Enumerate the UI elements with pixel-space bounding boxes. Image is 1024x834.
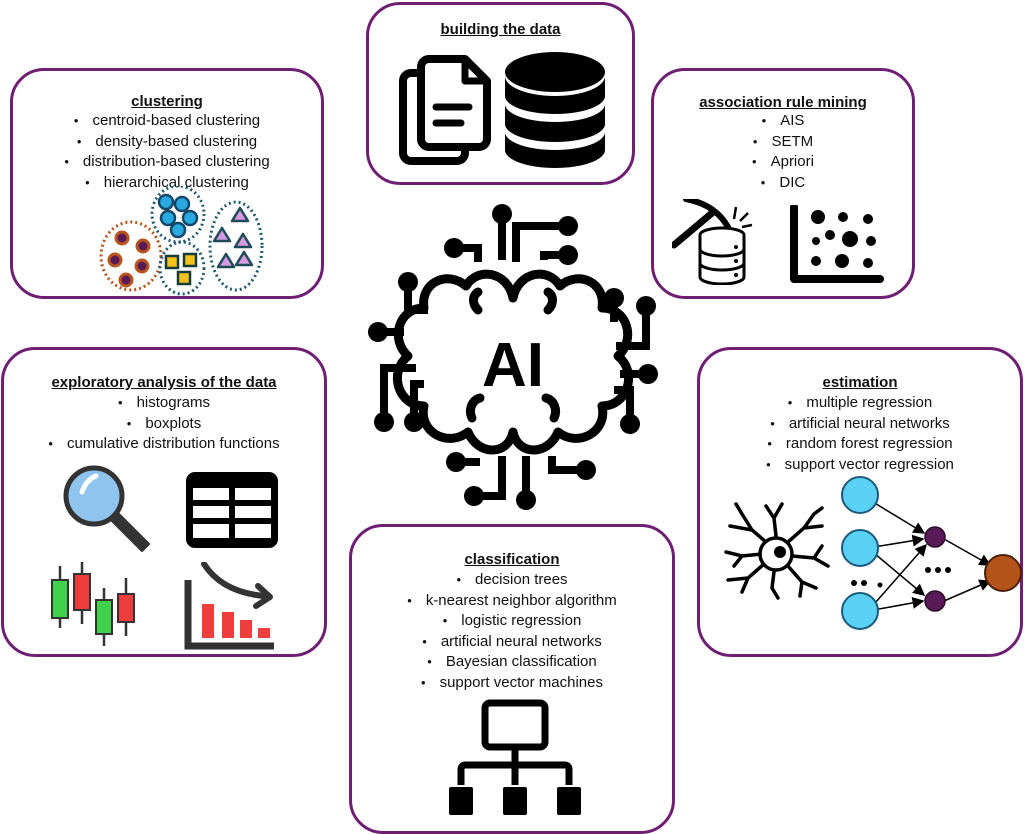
list-item: distribution-based clustering [13,152,321,173]
clustering-list: centroid-based clustering density-based … [13,111,321,193]
table-icon [186,472,278,548]
clusters-icon [99,186,264,296]
association-list: AIS SETM Apriori DIC [654,111,912,193]
list-item: artificial neural networks [352,632,672,653]
list-item: logistic regression [352,611,672,632]
classification-list: decision trees k-nearest neighbor algori… [352,570,672,693]
clustering-title: clustering [131,93,203,110]
list-item: random forest regression [700,434,1020,455]
list-item: Bayesian classification [352,652,672,673]
association-rule-mining-box: association rule mining AIS SETM Apriori… [651,68,915,299]
estimation-title: estimation [822,374,898,391]
ai-label: AI [482,331,544,400]
list-item: cumulative distribution functions [4,434,324,455]
list-item: centroid-based clustering [13,111,321,132]
list-item: DIC [654,173,912,194]
clustering-box: clustering centroid-based clustering den… [10,68,324,299]
list-item: multiple regression [700,393,1020,414]
scatter-plot-icon [790,205,884,283]
list-item: AIS [654,111,912,132]
building-title: building the data [440,21,561,38]
building-the-data-box: building the data [366,2,635,185]
neuron-icon [724,502,830,600]
exploratory-analysis-box: exploratory analysis of the data histogr… [1,347,327,657]
candlestick-chart-icon [51,562,135,646]
estimation-list: multiple regression artificial neural ne… [700,393,1020,475]
list-item: support vector regression [700,455,1020,476]
list-item: density-based clustering [13,132,321,153]
ai-brain-circuit-icon: AI [368,204,658,510]
list-item: SETM [654,132,912,153]
database-icon [505,52,605,168]
decision-tree-icon [449,699,581,815]
classification-box: classification decision trees k-nearest … [349,524,675,834]
estimation-box: estimation multiple regression artificia… [697,347,1023,657]
list-item: artificial neural networks [700,414,1020,435]
neural-network-icon [841,476,1022,630]
exploratory-title: exploratory analysis of the data [51,374,277,391]
magnifier-icon [63,465,150,552]
list-item: k-nearest neighbor algorithm [352,591,672,612]
list-item: Apriori [654,152,912,173]
decreasing-bar-chart-icon [184,562,274,650]
list-item: boxplots [4,414,324,435]
classification-title: classification [464,551,560,568]
list-item: histograms [4,393,324,414]
documents-icon [399,55,491,165]
data-mining-pickaxe-icon [672,199,753,285]
exploratory-list: histograms boxplots cumulative distribut… [4,393,324,455]
list-item: decision trees [352,570,672,591]
list-item: support vector machines [352,673,672,694]
list-item: hierarchical clustering [13,173,321,194]
association-title: association rule mining [699,94,867,111]
